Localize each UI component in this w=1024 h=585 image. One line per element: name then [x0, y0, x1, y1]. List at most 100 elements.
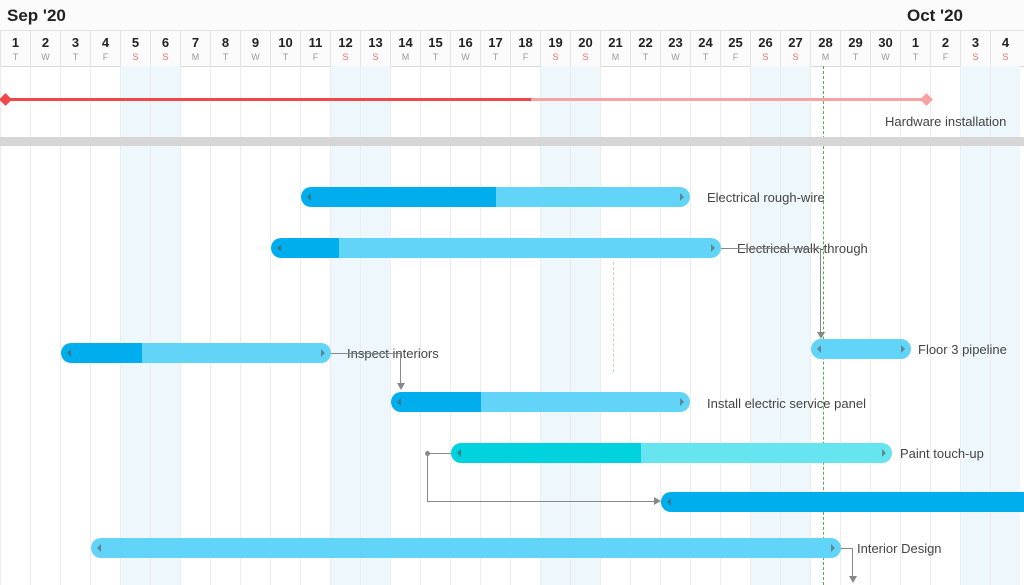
task-bar-install-electric-service-panel[interactable] [391, 392, 690, 412]
day-gridline [210, 66, 211, 585]
day-number: 8 [221, 35, 230, 50]
dependency-connector[interactable] [427, 453, 428, 502]
drag-handle-right-icon[interactable] [901, 345, 905, 353]
drag-handle-right-icon[interactable] [882, 449, 886, 457]
weekday-letter: W [461, 52, 470, 62]
day-number: 13 [368, 35, 383, 50]
day-number: 2 [41, 35, 50, 50]
day-gridline [600, 66, 601, 585]
day-gridline [570, 66, 571, 585]
drag-handle-left-icon[interactable] [667, 498, 671, 506]
drag-handle-left-icon[interactable] [397, 398, 401, 406]
dependency-connector[interactable] [852, 548, 853, 576]
weekday-letter: M [191, 52, 200, 62]
drag-handle-left-icon[interactable] [817, 345, 821, 353]
weekday-letter: T [72, 52, 79, 62]
day-gridline [960, 66, 961, 585]
day-gridline [840, 66, 841, 585]
weekday-letter: T [222, 52, 229, 62]
drag-handle-right-icon[interactable] [680, 398, 684, 406]
task-bar-floor-3-pipeline[interactable] [811, 339, 911, 359]
task-progress-fill [271, 238, 339, 258]
dependency-connector[interactable] [427, 501, 654, 502]
day-number: 4 [1001, 35, 1010, 50]
weekday-letter: T [282, 52, 289, 62]
task-progress-fill [391, 392, 481, 412]
day-number: 21 [608, 35, 623, 50]
dependency-connector[interactable] [331, 353, 401, 354]
group-separator [0, 137, 1024, 146]
day-number: 18 [518, 35, 533, 50]
drag-handle-left-icon[interactable] [457, 449, 461, 457]
dependency-connector[interactable] [841, 548, 853, 549]
day-gridline [870, 66, 871, 585]
day-number: 30 [878, 35, 893, 50]
task-progress-fill [61, 343, 142, 363]
dependency-arrow-icon [849, 576, 857, 583]
drag-handle-right-icon[interactable] [680, 193, 684, 201]
weekday-letter: S [372, 52, 379, 62]
day-gridline [60, 66, 61, 585]
dependency-connector[interactable] [400, 353, 401, 383]
day-gridline [120, 66, 121, 585]
weekday-letter: W [671, 52, 680, 62]
task-progress-fill [661, 492, 1024, 512]
weekday-letter: T [642, 52, 649, 62]
weekday-letter: S [792, 52, 799, 62]
task-bar-electrical-walk-through[interactable] [271, 238, 721, 258]
weekday-letter: T [912, 52, 919, 62]
task-bar-interior-design[interactable] [91, 538, 841, 558]
day-number: 26 [758, 35, 773, 50]
task-bar-electrical-rough-wire[interactable] [301, 187, 690, 207]
day-number: 29 [848, 35, 863, 50]
day-number: 27 [788, 35, 803, 50]
drag-handle-right-icon[interactable] [711, 244, 715, 252]
day-gridline [390, 66, 391, 585]
weekday-letter: S [132, 52, 139, 62]
drag-handle-left-icon[interactable] [307, 193, 311, 201]
summary-remaining-line[interactable] [531, 98, 926, 101]
day-gridline [480, 66, 481, 585]
dependency-connector[interactable] [428, 453, 451, 454]
day-gridline [720, 66, 721, 585]
drag-handle-left-icon[interactable] [277, 244, 281, 252]
day-number: 28 [818, 35, 833, 50]
summary-progress-line[interactable] [5, 98, 531, 101]
weekday-letter: M [821, 52, 830, 62]
day-gridline [330, 66, 331, 585]
weekday-letter: W [251, 52, 260, 62]
drag-handle-right-icon[interactable] [831, 544, 835, 552]
weekday-letter: S [972, 52, 979, 62]
dependency-arrow-icon [654, 497, 661, 505]
dependency-arrow-icon [397, 383, 405, 390]
day-gridline [690, 66, 691, 585]
drag-handle-left-icon[interactable] [67, 349, 71, 357]
task-bar-inspect-interiors[interactable] [61, 343, 331, 363]
drag-handle-right-icon[interactable] [321, 349, 325, 357]
weekday-letter: W [881, 52, 890, 62]
day-number: 6 [161, 35, 170, 50]
day-number: 24 [698, 35, 713, 50]
drag-handle-left-icon[interactable] [97, 544, 101, 552]
day-gridline [750, 66, 751, 585]
day-gridline [240, 66, 241, 585]
weekday-letter: F [942, 52, 949, 62]
day-gridline [270, 66, 271, 585]
task-bar-unlabeled[interactable] [661, 492, 1024, 512]
dependency-connector[interactable] [721, 248, 821, 249]
today-marker-line [823, 66, 824, 585]
task-bar-paint-touch-up[interactable] [451, 443, 892, 463]
dependency-connector[interactable] [820, 248, 821, 332]
